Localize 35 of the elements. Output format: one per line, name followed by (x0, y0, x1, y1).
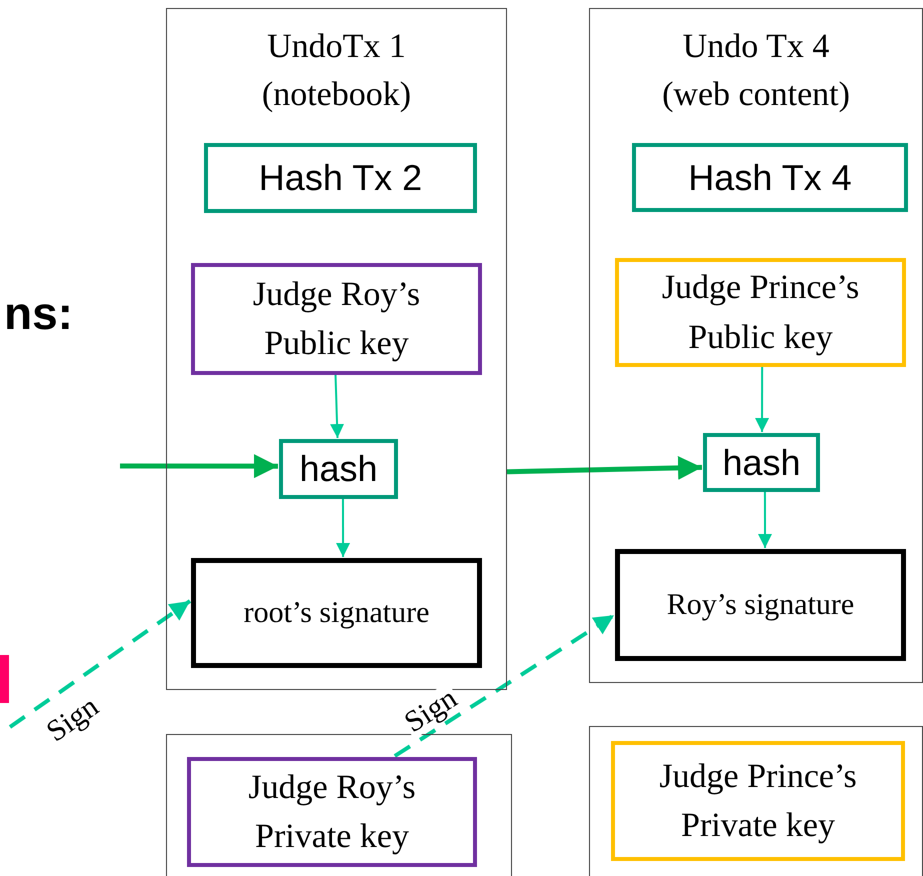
box-label: Judge Prince’s Public key (660, 268, 860, 358)
heading-fragment: ns: (4, 286, 73, 341)
arrow (120, 454, 278, 478)
box-label: hash (722, 440, 801, 484)
arrow (330, 374, 344, 438)
box (166, 734, 512, 876)
box-label: Judge Roy’s Private key (247, 768, 417, 857)
signature-box (615, 549, 906, 661)
panel-title: Undo Tx 4 (web content) (661, 27, 851, 115)
box-label: Judge Roy’s Public key (252, 274, 422, 364)
dashed-arrow (394, 614, 616, 758)
key-box (187, 757, 477, 867)
arrow (758, 491, 772, 548)
box-label: root’s signature (244, 595, 430, 632)
key-box (191, 263, 482, 375)
panel-box (589, 8, 923, 683)
box (589, 726, 923, 876)
hash-box (279, 439, 398, 499)
dashed-arrow (8, 599, 192, 729)
key-box (615, 258, 906, 367)
box-label: Roy’s signature (666, 587, 854, 624)
box-label: Hash Tx 2 (258, 156, 422, 200)
panel-title: UndoTx 1 (notebook) (260, 27, 412, 115)
signature-box (191, 558, 482, 668)
arrow (336, 498, 350, 557)
panel-box (166, 8, 507, 690)
box-label: Judge Prince’s Private key (658, 756, 858, 846)
arrow (755, 366, 770, 432)
hash-box (204, 143, 477, 213)
key-box (611, 741, 905, 861)
hash-box (632, 143, 908, 212)
box-label: hash (299, 447, 378, 491)
hash-box (703, 433, 820, 492)
arrow (506, 456, 702, 480)
box-label: Hash Tx 4 (688, 156, 852, 200)
